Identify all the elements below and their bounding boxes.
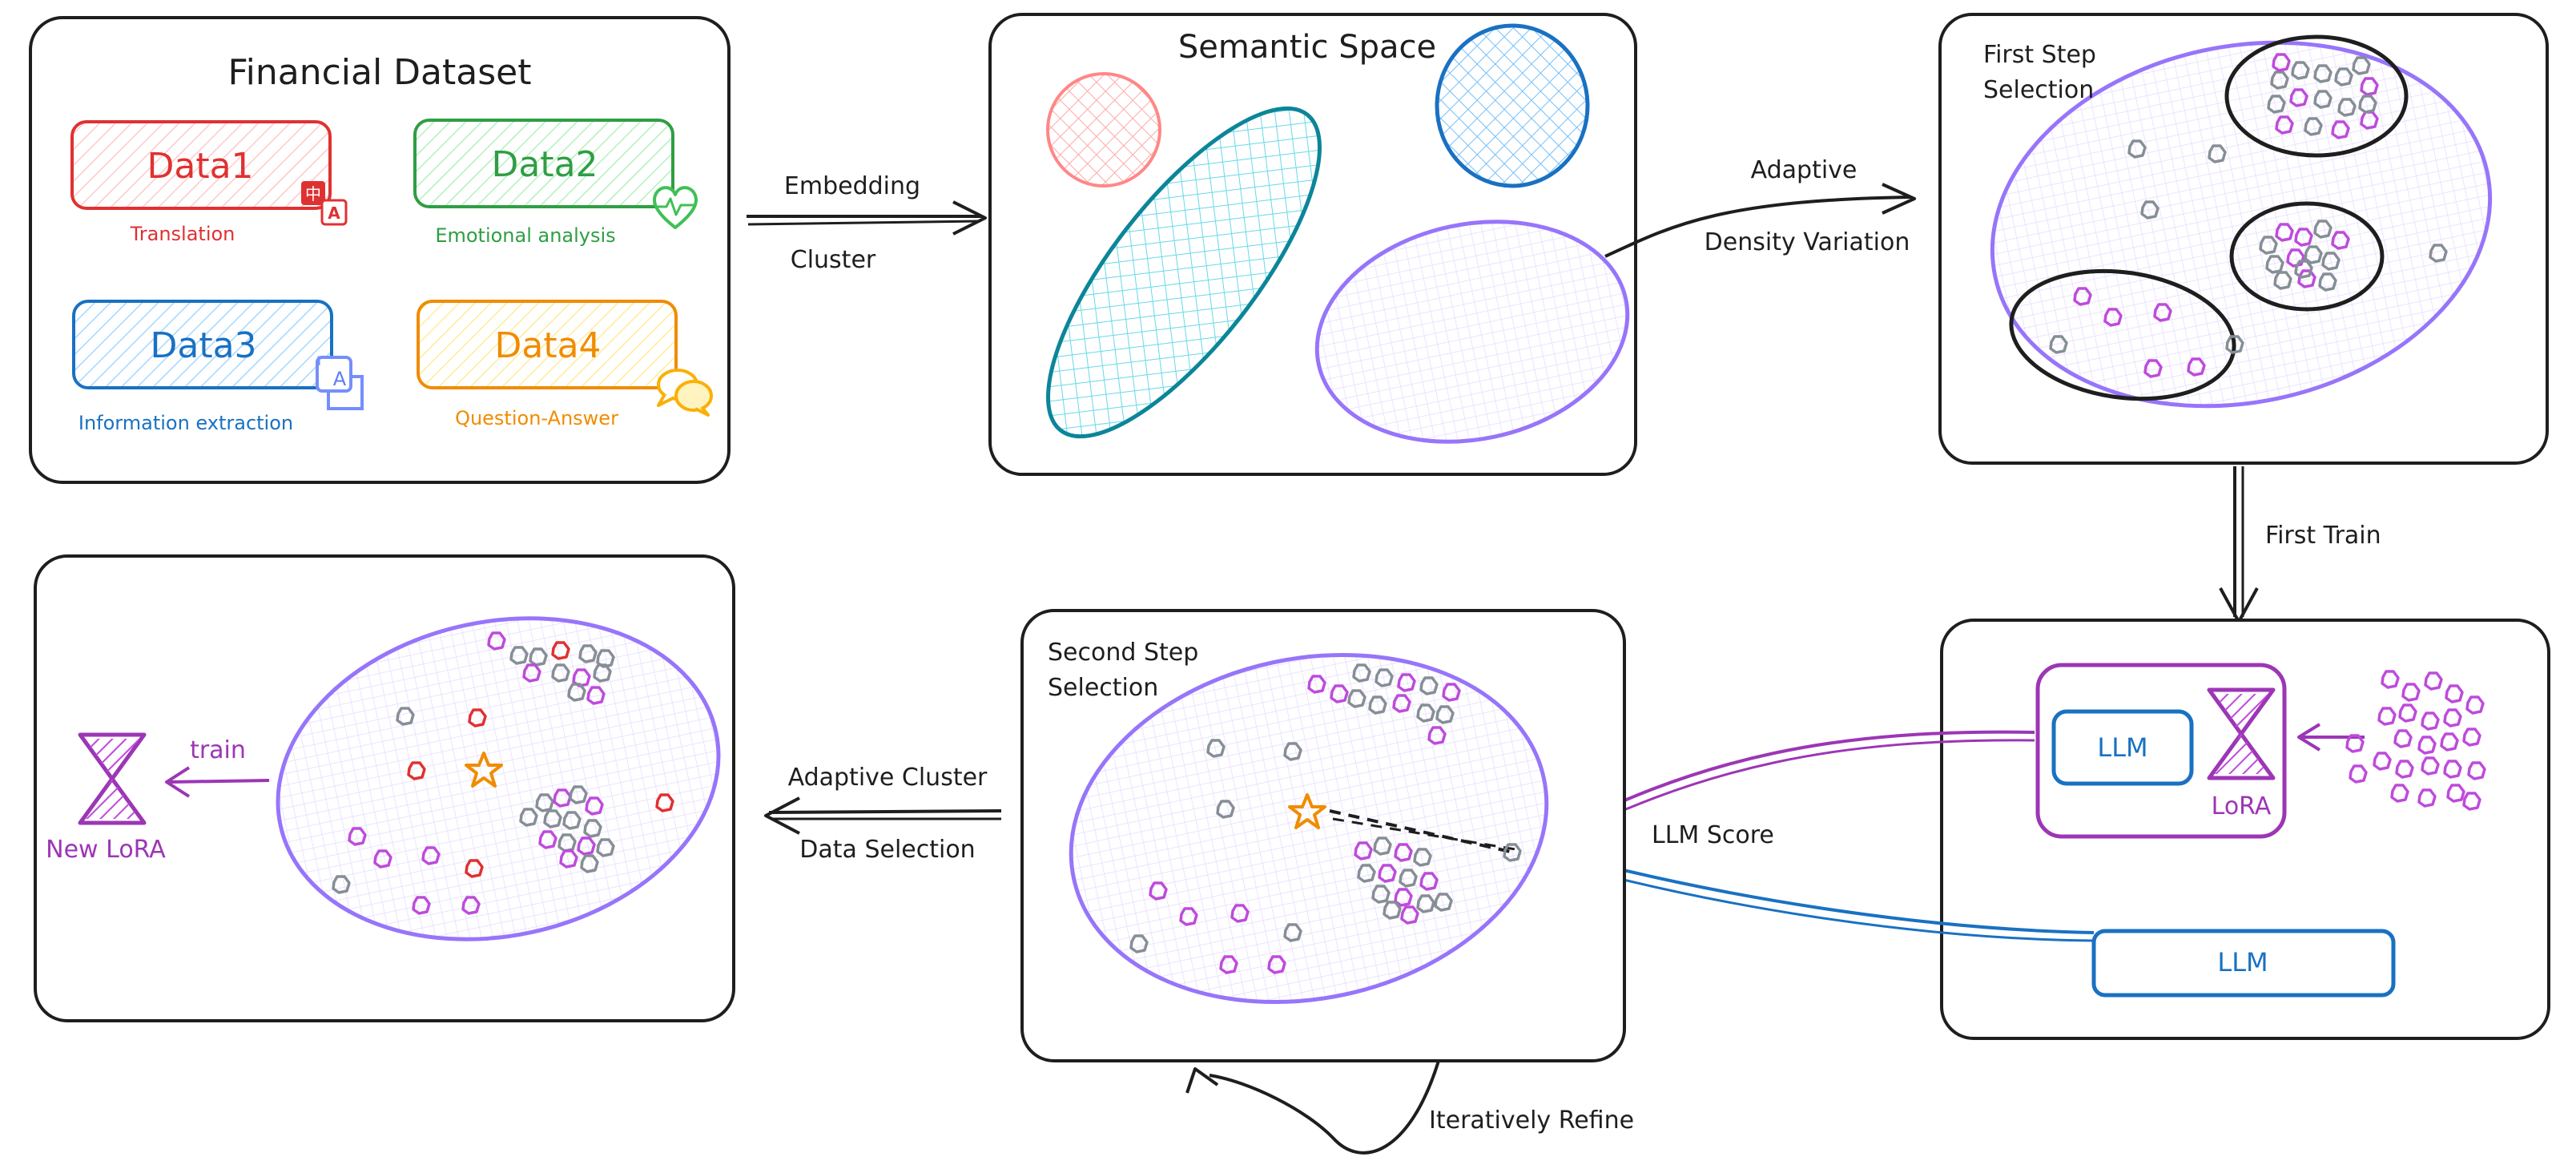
data4-label: Data4	[494, 325, 601, 366]
data2-label: Data2	[491, 144, 598, 185]
arrow-embedding-cluster: Embedding Cluster	[747, 172, 987, 274]
arrow2-bottom-label: Density Variation	[1705, 228, 1910, 256]
cluster-violet	[1314, 220, 1630, 444]
arrow-first-train: First Train	[2219, 466, 2381, 623]
cluster-blue	[1435, 23, 1590, 188]
svg-text:中: 中	[305, 184, 321, 204]
panel5-title-line1: Second Step	[1048, 639, 1198, 667]
arrow2-top-label: Adaptive	[1751, 156, 1858, 184]
arrow-adaptive-density: Adaptive Density Variation	[1604, 156, 1916, 258]
arrow-iteratively-refine: Iteratively Refine	[1185, 1060, 1634, 1155]
data4-card: Data4 Question-Answer	[417, 300, 713, 429]
data3-card: Data3 Information extraction A	[72, 300, 364, 434]
svg-text:A: A	[333, 368, 347, 390]
translate-icon: 中 A	[301, 181, 348, 226]
arrow-adaptive-cluster: Adaptive Cluster Data Selection	[764, 764, 1002, 864]
panel3-title-line1: First Step	[1983, 41, 2096, 69]
arrow4-top-label: Adaptive Cluster	[788, 764, 988, 792]
arrow4-bottom-label: Data Selection	[799, 836, 975, 864]
panel-second-step-selection: Second Step Selection	[1020, 609, 1626, 1062]
data3-caption: Information extraction	[78, 412, 293, 434]
panel-first-step-selection: First Step Selection	[1938, 13, 2549, 465]
panel3-title-line2: Selection	[1983, 76, 2094, 104]
data1-caption: Translation	[130, 223, 235, 245]
data2-caption: Emotional analysis	[435, 224, 615, 247]
arrow-score-label: LLM Score	[1652, 821, 1774, 849]
panel2-title: Semantic Space	[1178, 29, 1436, 66]
cluster-red	[1046, 72, 1161, 187]
data2-card: Data2 Emotional analysis	[413, 119, 698, 247]
arrow1-bottom-label: Cluster	[791, 246, 876, 274]
svg-text:A: A	[328, 204, 340, 223]
panel5-title-line2: Selection	[1048, 674, 1158, 702]
panel-semantic-space: Semantic Space	[988, 13, 1637, 476]
data1-label: Data1	[147, 146, 253, 187]
panel1-title: Financial Dataset	[228, 52, 532, 93]
heart-pulse-icon	[653, 186, 698, 229]
text-extract-icon: A	[316, 356, 364, 410]
arrow-refine-label: Iteratively Refine	[1429, 1107, 1634, 1135]
arrow3-label: First Train	[2265, 522, 2381, 550]
panel-new-lora: train New LoRA	[34, 554, 735, 1022]
panel6-lora-label: New LoRA	[46, 836, 166, 864]
arrow1-top-label: Embedding	[784, 172, 920, 200]
panel4-llm-label: LLM	[2097, 732, 2147, 763]
chat-bubbles-icon	[657, 369, 713, 417]
panel4-lora-label: LoRA	[2212, 792, 2272, 820]
panel4-llm2-label: LLM	[2217, 947, 2268, 978]
panel-financial-dataset: Financial Dataset Data1 Translation 中 A …	[29, 16, 731, 484]
data4-caption: Question-Answer	[455, 407, 618, 429]
panel-first-train: LLM LoRA LLM	[1940, 619, 2550, 1040]
data3-label: Data3	[150, 325, 256, 366]
panel6-train-label: train	[190, 736, 246, 764]
data1-card: Data1 Translation 中 A	[70, 120, 348, 245]
cluster-teal	[1046, 106, 1322, 439]
